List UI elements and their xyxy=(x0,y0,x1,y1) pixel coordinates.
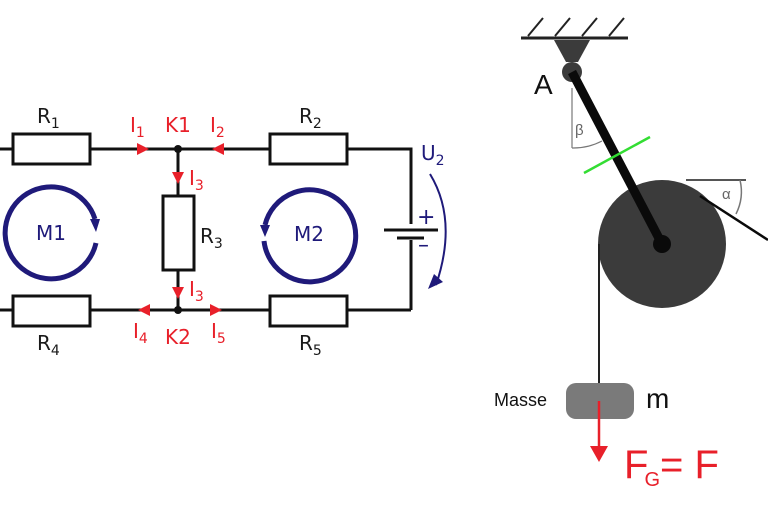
force-arrow-head-icon xyxy=(590,446,608,462)
label-i4: I4 xyxy=(133,319,148,347)
resistor-r5 xyxy=(268,294,349,328)
label-m2: M2 xyxy=(294,222,324,246)
resistor-r1 xyxy=(11,132,92,166)
label-i3-top: I3 xyxy=(189,166,204,194)
voltage-source xyxy=(384,228,438,240)
resistor-r3 xyxy=(161,194,196,272)
label-i1: I1 xyxy=(130,113,145,141)
circuit-diagram: R1 R2 R3 R4 R5 I1 K1 I2 I3 I3 I4 K2 I5 M… xyxy=(0,104,447,359)
label-r4: R4 xyxy=(37,331,60,359)
arrow-i3-top xyxy=(172,172,184,184)
node-k2-dot xyxy=(174,306,182,314)
pulley-axle xyxy=(653,235,671,253)
label-pivot-a: A xyxy=(534,69,553,100)
label-masse: Masse xyxy=(494,390,547,410)
label-plus: + xyxy=(417,205,435,230)
label-r2: R2 xyxy=(299,104,322,132)
label-k2: K2 xyxy=(165,325,191,349)
label-m1: M1 xyxy=(36,221,66,245)
arrow-i1 xyxy=(137,143,149,155)
mesh-m2 xyxy=(260,187,359,285)
voltage-arrow-head-icon xyxy=(428,274,443,289)
label-r1: R1 xyxy=(37,104,60,132)
label-mass-m: m xyxy=(646,383,669,414)
ceiling-support xyxy=(521,17,628,40)
label-k1: K1 xyxy=(165,113,191,137)
label-minus: – xyxy=(418,233,429,258)
label-beta: β xyxy=(575,122,584,139)
label-r3: R3 xyxy=(200,224,223,252)
mesh-m2-arrow-icon xyxy=(260,225,270,237)
resistor-r2 xyxy=(268,132,349,166)
node-k1-dot xyxy=(174,145,182,153)
pendulum-arm xyxy=(568,69,666,247)
label-i5: I5 xyxy=(211,319,226,347)
rope-right xyxy=(699,194,768,242)
label-alpha: α xyxy=(722,186,731,203)
label-r5: R5 xyxy=(299,331,322,359)
arrow-i5 xyxy=(210,304,222,316)
voltage-arrow xyxy=(428,173,447,289)
resistor-r4 xyxy=(11,294,92,328)
label-force: FG= F xyxy=(624,443,719,491)
arrow-i2 xyxy=(212,143,224,155)
current-arrows xyxy=(137,143,224,316)
label-u2: U2 xyxy=(421,141,445,169)
arrow-i4 xyxy=(138,304,150,316)
mesh-m1-arrow-icon xyxy=(90,219,100,232)
label-i3-bottom: I3 xyxy=(189,277,204,305)
label-i2: I2 xyxy=(210,113,225,141)
pivot-bracket xyxy=(554,40,590,62)
mechanics-diagram: A β α Masse m FG= F xyxy=(494,17,768,491)
mesh-m1 xyxy=(2,184,100,282)
arm-marker xyxy=(583,135,651,175)
arrow-i3-bottom xyxy=(172,287,184,299)
